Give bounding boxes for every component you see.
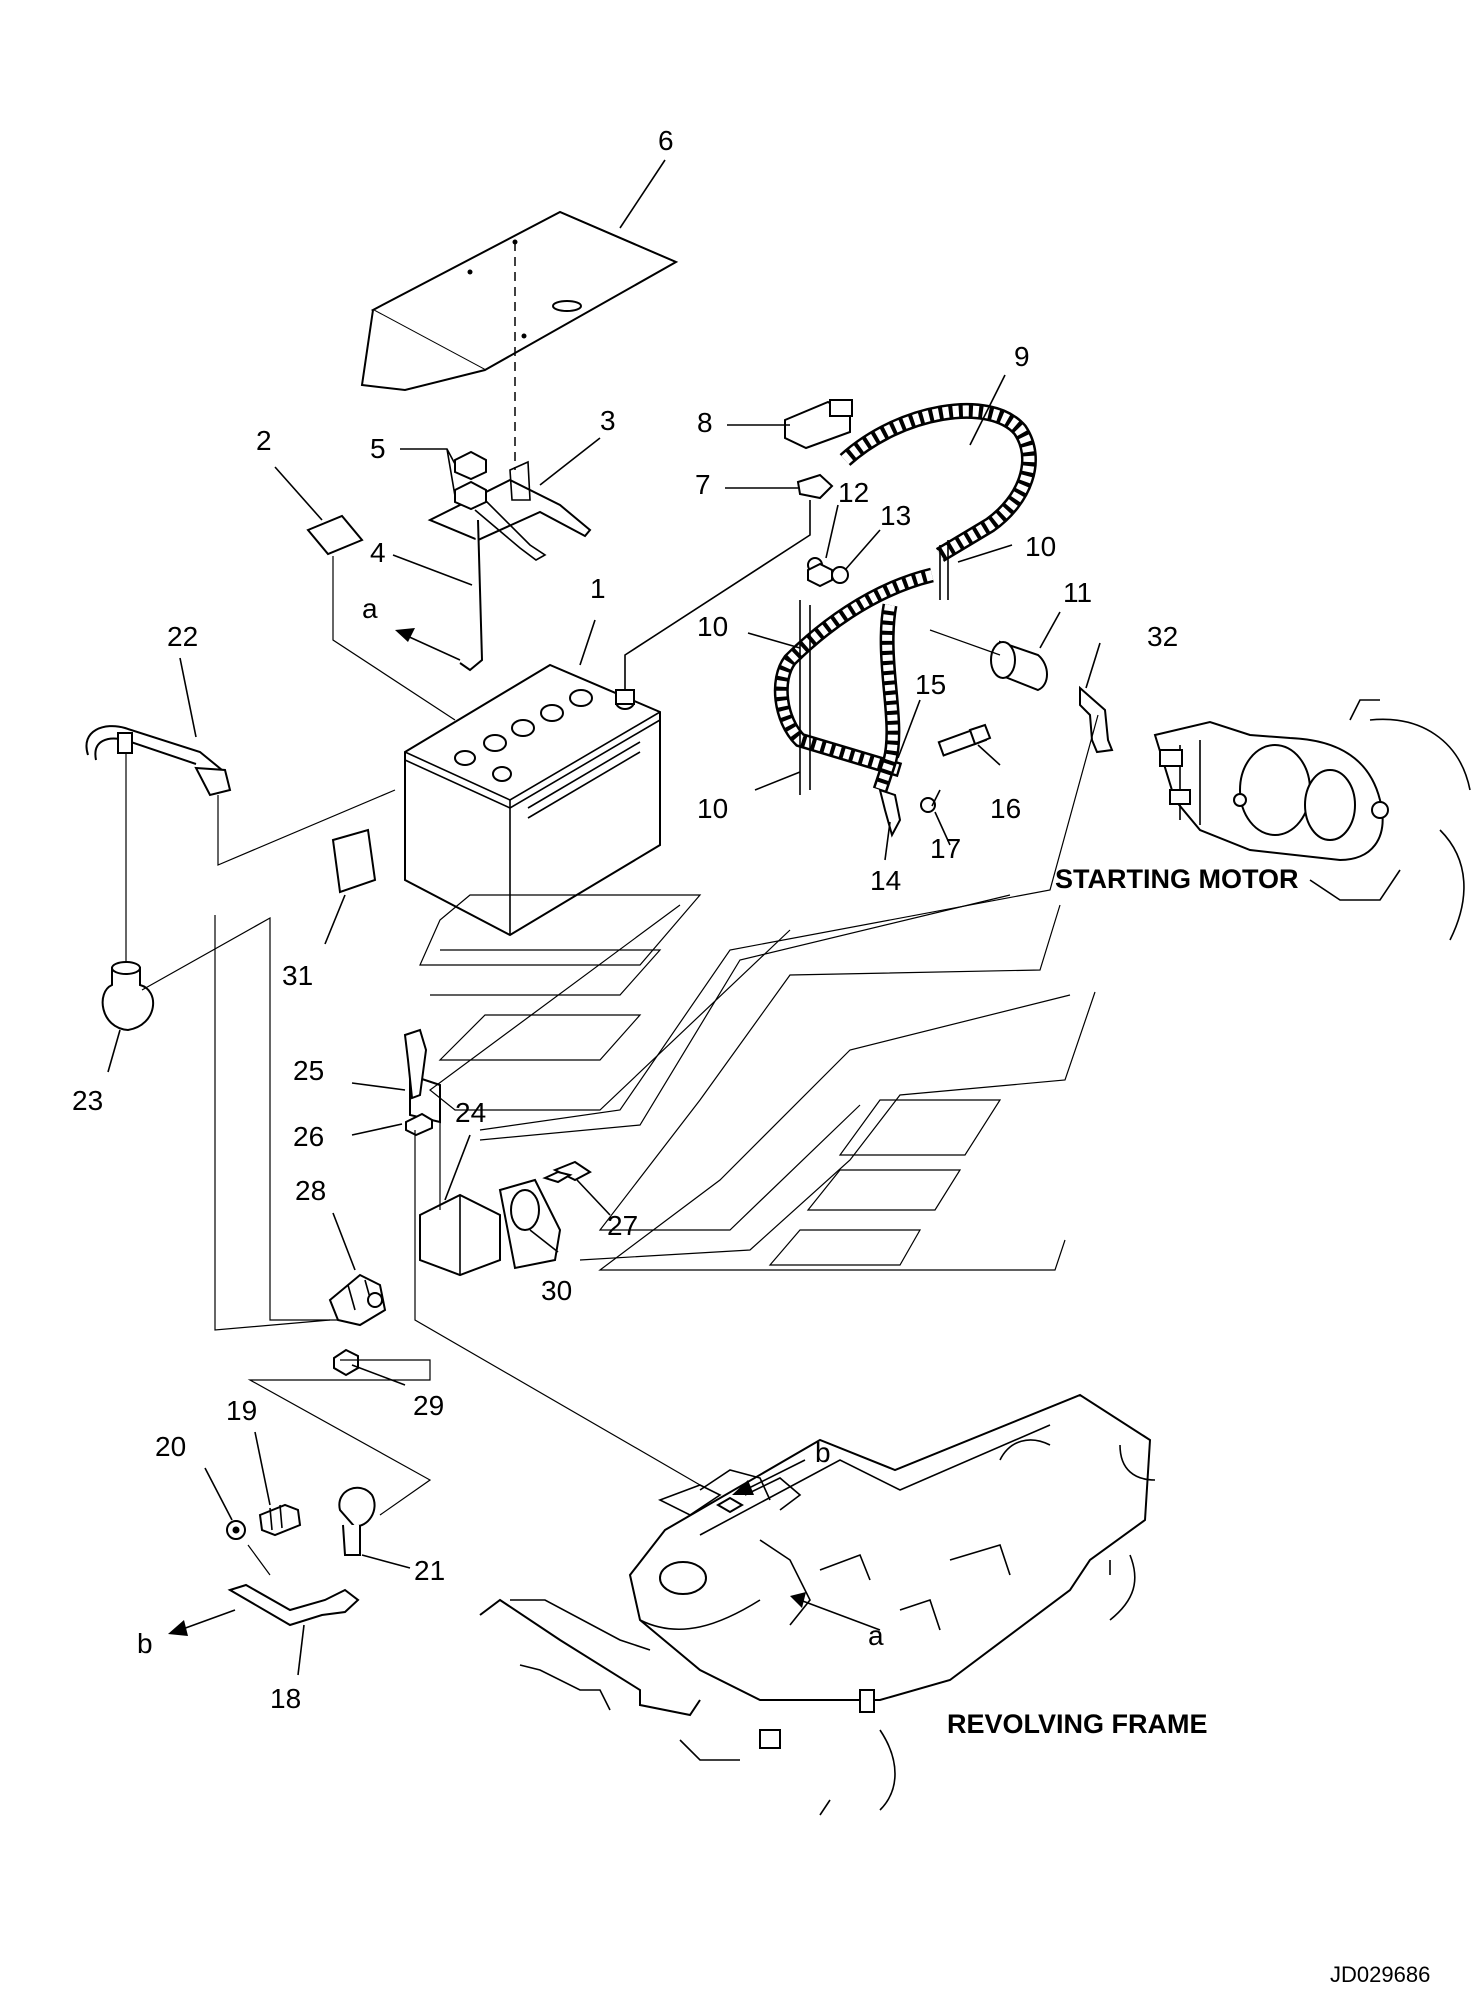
callout-16: 16 [990,793,1021,824]
callout-17: 17 [930,833,961,864]
callout-24: 24 [455,1097,486,1128]
callout-27: 27 [607,1210,638,1241]
callout-31: 31 [282,960,313,991]
assembly-guide-lines [214,714,1099,1331]
reference-b-left: b [137,1628,153,1659]
battery-positive-harness [624,399,1114,838]
callout-14: 14 [870,865,901,896]
battery-negative-cable [85,725,396,965]
callout-22: 22 [167,621,198,652]
battery-side-label [331,828,377,894]
callout-21: 21 [414,1555,445,1586]
callout-32: 32 [1147,621,1178,652]
callout-1: 1 [590,573,606,604]
caption-starting-motor: STARTING MOTOR [1055,864,1299,894]
callout-10-bottom: 10 [697,793,728,824]
callout-23: 23 [72,1085,103,1116]
reference-a-top: a [362,593,378,624]
callout-2: 2 [256,425,272,456]
caption-revolving-frame: REVOLVING FRAME [947,1709,1208,1739]
callout-10-middle: 10 [697,611,728,642]
reference-a-bottom: a [868,1620,884,1651]
callout-labels: 1 2 3 4 5 6 7 8 9 10 10 10 11 12 13 14 1… [72,125,1178,1714]
callout-5: 5 [370,433,386,464]
callout-15: 15 [915,669,946,700]
battery [404,663,661,937]
callout-28: 28 [295,1175,326,1206]
reference-arrows [168,628,881,1636]
callout-13: 13 [880,500,911,531]
callout-25: 25 [293,1055,324,1086]
callout-8: 8 [697,407,713,438]
starting-motor [1153,699,1471,941]
ground-cable [226,1359,432,1627]
callout-6: 6 [658,125,674,156]
reference-b-top: b [815,1437,831,1468]
callout-26: 26 [293,1121,324,1152]
revolving-frame [479,1393,1156,1816]
callout-4: 4 [370,537,386,568]
callout-11: 11 [1063,577,1092,608]
leader-lines [107,159,1101,1676]
callout-18: 18 [270,1683,301,1714]
callout-7: 7 [695,469,711,500]
battery-cover [360,210,679,470]
relay-bracket [328,1028,701,1486]
callout-10-top: 10 [1025,531,1056,562]
callout-30: 30 [541,1275,572,1306]
document-id: JD029686 [1330,1962,1430,1987]
callout-9: 9 [1014,341,1030,372]
callout-29: 29 [413,1390,444,1421]
callout-3: 3 [600,405,616,436]
callout-19: 19 [226,1395,257,1426]
battery-hold-down [427,450,592,672]
battery-label [306,514,456,721]
terminal-cap [101,916,340,1321]
callout-12: 12 [838,477,869,508]
callout-20: 20 [155,1431,186,1462]
